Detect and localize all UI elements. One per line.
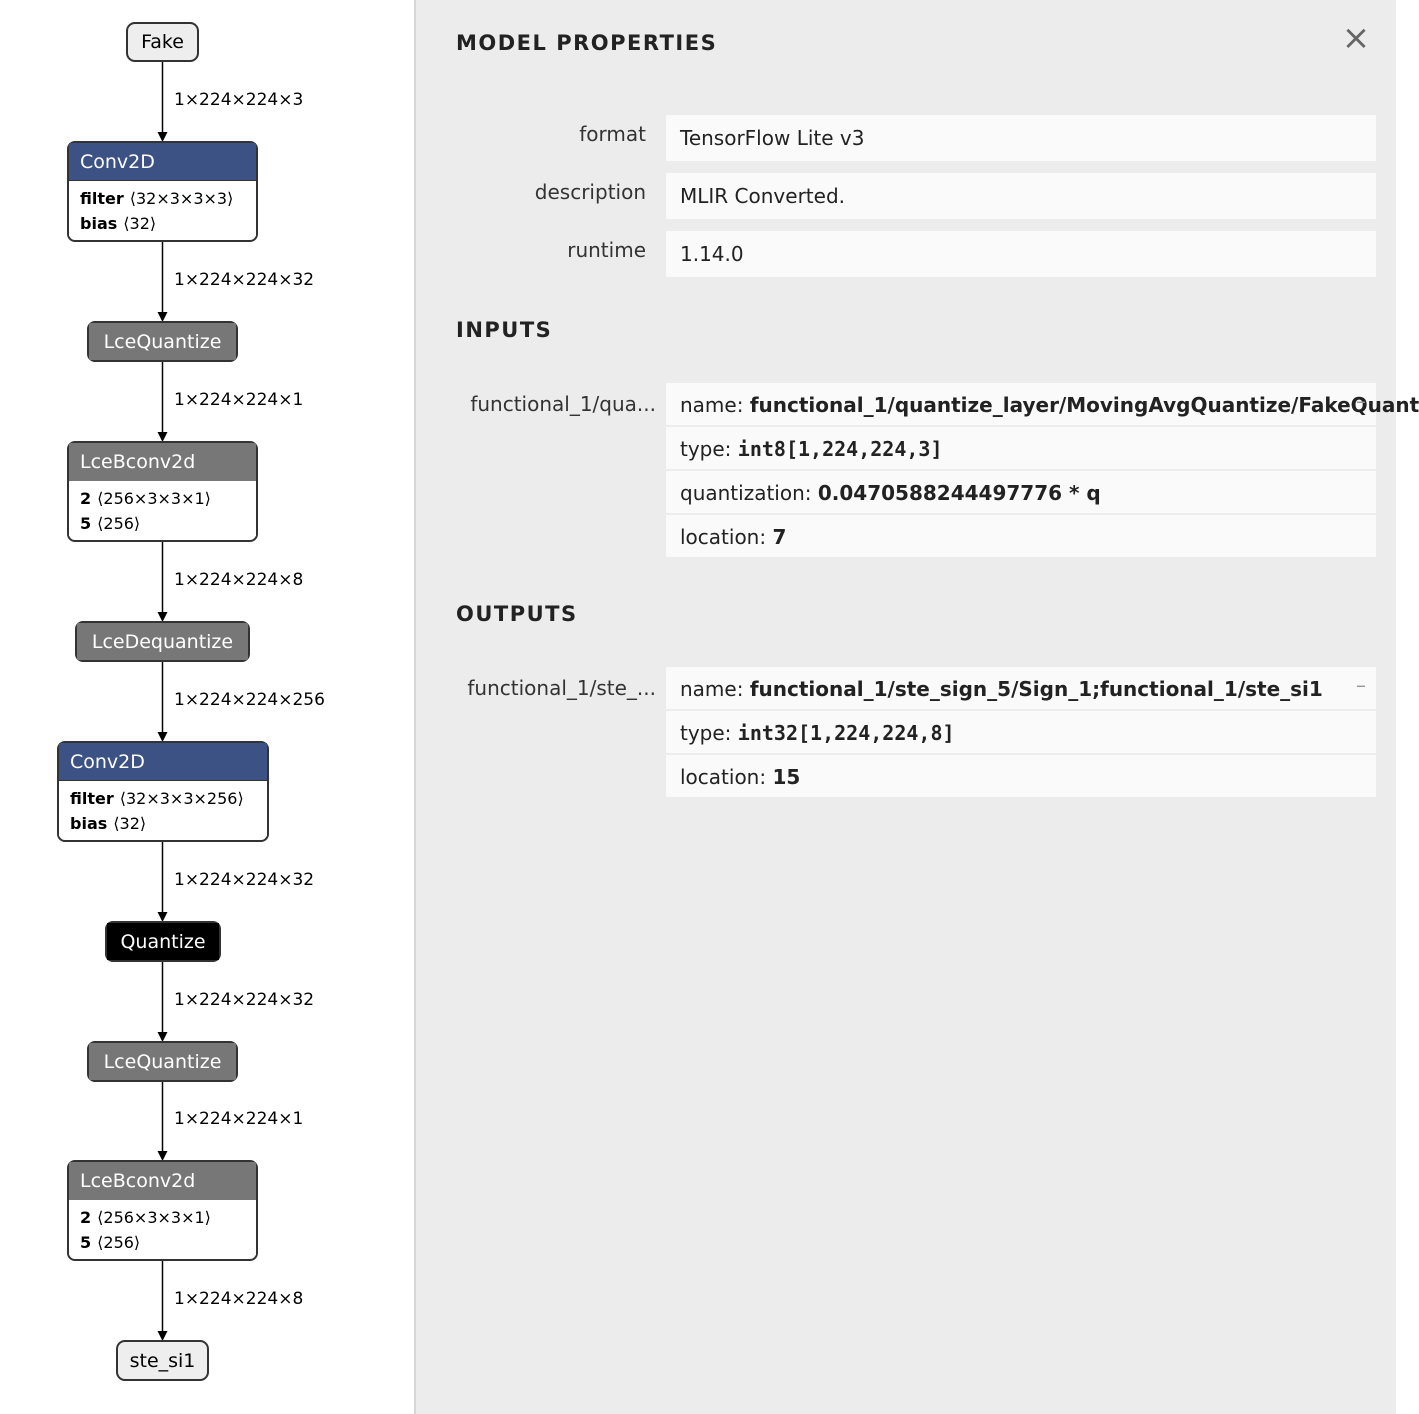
node-attribute: bias⟨32⟩ [80,214,157,233]
node-attribute: 5⟨256⟩ [80,1233,141,1252]
output-name-row: name: functional_1/ste_sign_5/Sign_1;fun… [666,667,1376,711]
output-label: functional_1/ste_... [467,676,656,700]
node-attributes: filter⟨32×3×3×256⟩ bias⟨32⟩ [59,781,267,836]
node-lcebconv2d-2[interactable]: LceBconv2d 2⟨256×3×3×1⟩ 5⟨256⟩ [67,1160,258,1261]
node-attribute: bias⟨32⟩ [70,814,147,833]
node-lcebconv2d-1[interactable]: LceBconv2d 2⟨256×3×3×1⟩ 5⟨256⟩ [67,441,258,542]
node-ste-si1[interactable]: ste_si1 [116,1340,209,1381]
node-attribute: filter⟨32×3×3×256⟩ [70,789,244,808]
node-type-label: Conv2D [69,143,256,181]
edge-label: 1×224×224×32 [174,270,315,290]
input-location-row: location: 7 [666,515,1376,559]
node-type-label: LceQuantize [89,1043,236,1080]
output-argument[interactable]: name: functional_1/ste_sign_5/Sign_1;fun… [666,667,1376,799]
edge-label: 1×224×224×32 [174,870,315,890]
collapse-icon[interactable]: – [1356,673,1366,697]
node-lcequantize-2[interactable]: LceQuantize [87,1041,238,1082]
graph-edges [157,62,168,1341]
input-label: functional_1/qua... [470,392,656,416]
node-type-label: LceDequantize [77,623,248,660]
prop-value-runtime: 1.14.0 [666,231,1376,277]
node-attribute: 2⟨256×3×3×1⟩ [80,1208,211,1227]
panel-divider[interactable] [414,0,416,1414]
node-lcequantize-1[interactable]: LceQuantize [87,321,238,362]
node-attributes: 2⟨256×3×3×1⟩ 5⟨256⟩ [69,1200,256,1255]
node-type-label: LceBconv2d [69,1162,256,1200]
prop-value-format: TensorFlow Lite v3 [666,115,1376,161]
node-attribute: 2⟨256×3×3×1⟩ [80,489,211,508]
prop-value-description: MLIR Converted. [666,173,1376,219]
inputs-title: INPUTS [456,318,553,342]
node-type-label: LceQuantize [89,323,236,360]
output-location-row: location: 15 [666,755,1376,799]
node-quantize[interactable]: Quantize [105,921,221,962]
node-attribute: filter⟨32×3×3×3⟩ [80,189,234,208]
node-fake[interactable]: Fake [126,22,199,62]
node-type-label: Conv2D [59,743,267,781]
node-attributes: 2⟨256×3×3×1⟩ 5⟨256⟩ [69,481,256,536]
panel-title: MODEL PROPERTIES [456,31,718,55]
model-properties-panel: MODEL PROPERTIES × format TensorFlow Lit… [416,0,1419,1414]
edge-label: 1×224×224×3 [174,90,304,110]
edge-label: 1×224×224×1 [174,390,304,410]
input-type-row: type: int8[1,224,224,3] [666,427,1376,471]
prop-label-description: description [534,180,646,204]
node-type-label: LceBconv2d [69,443,256,481]
node-type-label: Fake [141,31,184,53]
input-quantization-row: quantization: 0.0470588244497776 * q [666,471,1376,515]
node-attributes: filter⟨32×3×3×3⟩ bias⟨32⟩ [69,181,256,236]
node-lcedequantize[interactable]: LceDequantize [75,621,250,662]
node-conv2d-2[interactable]: Conv2D filter⟨32×3×3×256⟩ bias⟨32⟩ [57,741,269,842]
edge-label: 1×224×224×32 [174,990,315,1010]
prop-label-runtime: runtime [567,238,646,262]
node-attribute: 5⟨256⟩ [80,514,141,533]
node-conv2d-1[interactable]: Conv2D filter⟨32×3×3×3⟩ bias⟨32⟩ [67,141,258,242]
outputs-title: OUTPUTS [456,602,578,626]
output-type-row: type: int32[1,224,224,8] [666,711,1376,755]
node-type-label: ste_si1 [129,1349,196,1372]
prop-label-format: format [579,122,646,146]
collapse-icon[interactable]: – [1356,389,1366,413]
node-type-label: Quantize [107,923,219,960]
edge-label: 1×224×224×8 [174,1289,304,1309]
edge-label: 1×224×224×8 [174,570,304,590]
edge-label: 1×224×224×1 [174,1109,304,1129]
close-icon[interactable]: × [1341,18,1371,58]
input-argument[interactable]: name: functional_1/quantize_layer/Moving… [666,383,1419,559]
input-name-row: name: functional_1/quantize_layer/Moving… [666,383,1419,427]
edge-label: 1×224×224×256 [174,690,325,710]
